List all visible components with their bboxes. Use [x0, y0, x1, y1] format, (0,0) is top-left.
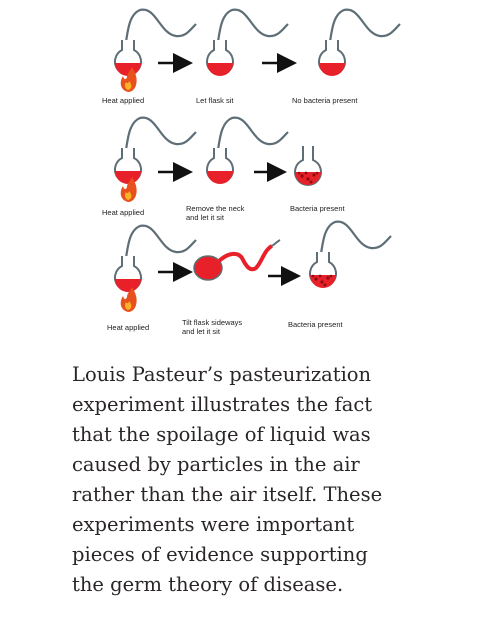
caption-text: Louis Pasteur’s pasteurization experimen… — [72, 360, 472, 600]
caption-line: experiments were important — [72, 513, 355, 536]
caption-line: the germ theory of disease. — [72, 573, 344, 596]
row-3-flask-tilted — [193, 239, 281, 281]
row-3-step2-label: Tilt flask sideways and let it sit — [182, 318, 243, 336]
caption-line: that the spoilage of liquid was — [72, 423, 371, 446]
row-1-flask-sit — [206, 8, 289, 76]
row-1-flame-icon — [120, 67, 137, 92]
row-3-flame-icon — [120, 287, 137, 312]
row-2-result-label: Bacteria present — [290, 204, 345, 213]
row-1-heat-label: Heat applied — [102, 96, 145, 105]
caption-line: rather than the air itself. These — [72, 483, 383, 506]
row-2-flask-heated — [114, 116, 197, 184]
row-1-step2-label: Let flask sit — [196, 96, 234, 105]
row-1-flask-heated — [114, 8, 197, 76]
row-3-result-label: Bacteria present — [288, 320, 343, 329]
row-1-flask-result — [318, 8, 401, 76]
caption-line: experiment illustrates the fact — [72, 393, 373, 416]
pasteur-experiment-diagram: Heat applied Let flask sit No bacteria p… — [102, 8, 401, 336]
caption-line: pieces of evidence supporting — [72, 543, 368, 566]
diagram-svg — [114, 8, 401, 312]
row-2-heat-label: Heat applied — [102, 208, 145, 217]
row-1-result-label: No bacteria present — [292, 96, 358, 105]
row-2-flask-neck-removed — [206, 116, 289, 184]
caption-line: caused by particles in the air — [72, 453, 360, 476]
row-2-flame-icon — [120, 177, 137, 202]
caption-line: Louis Pasteur’s pasteurization — [72, 363, 372, 386]
row-2-flask-result — [294, 146, 322, 186]
row-3-heat-label: Heat applied — [107, 323, 150, 332]
row-3-flask-result — [309, 220, 392, 288]
row-3-flask-heated — [114, 224, 197, 292]
row-2-step2-label: Remove the neck and let it sit — [186, 204, 245, 222]
